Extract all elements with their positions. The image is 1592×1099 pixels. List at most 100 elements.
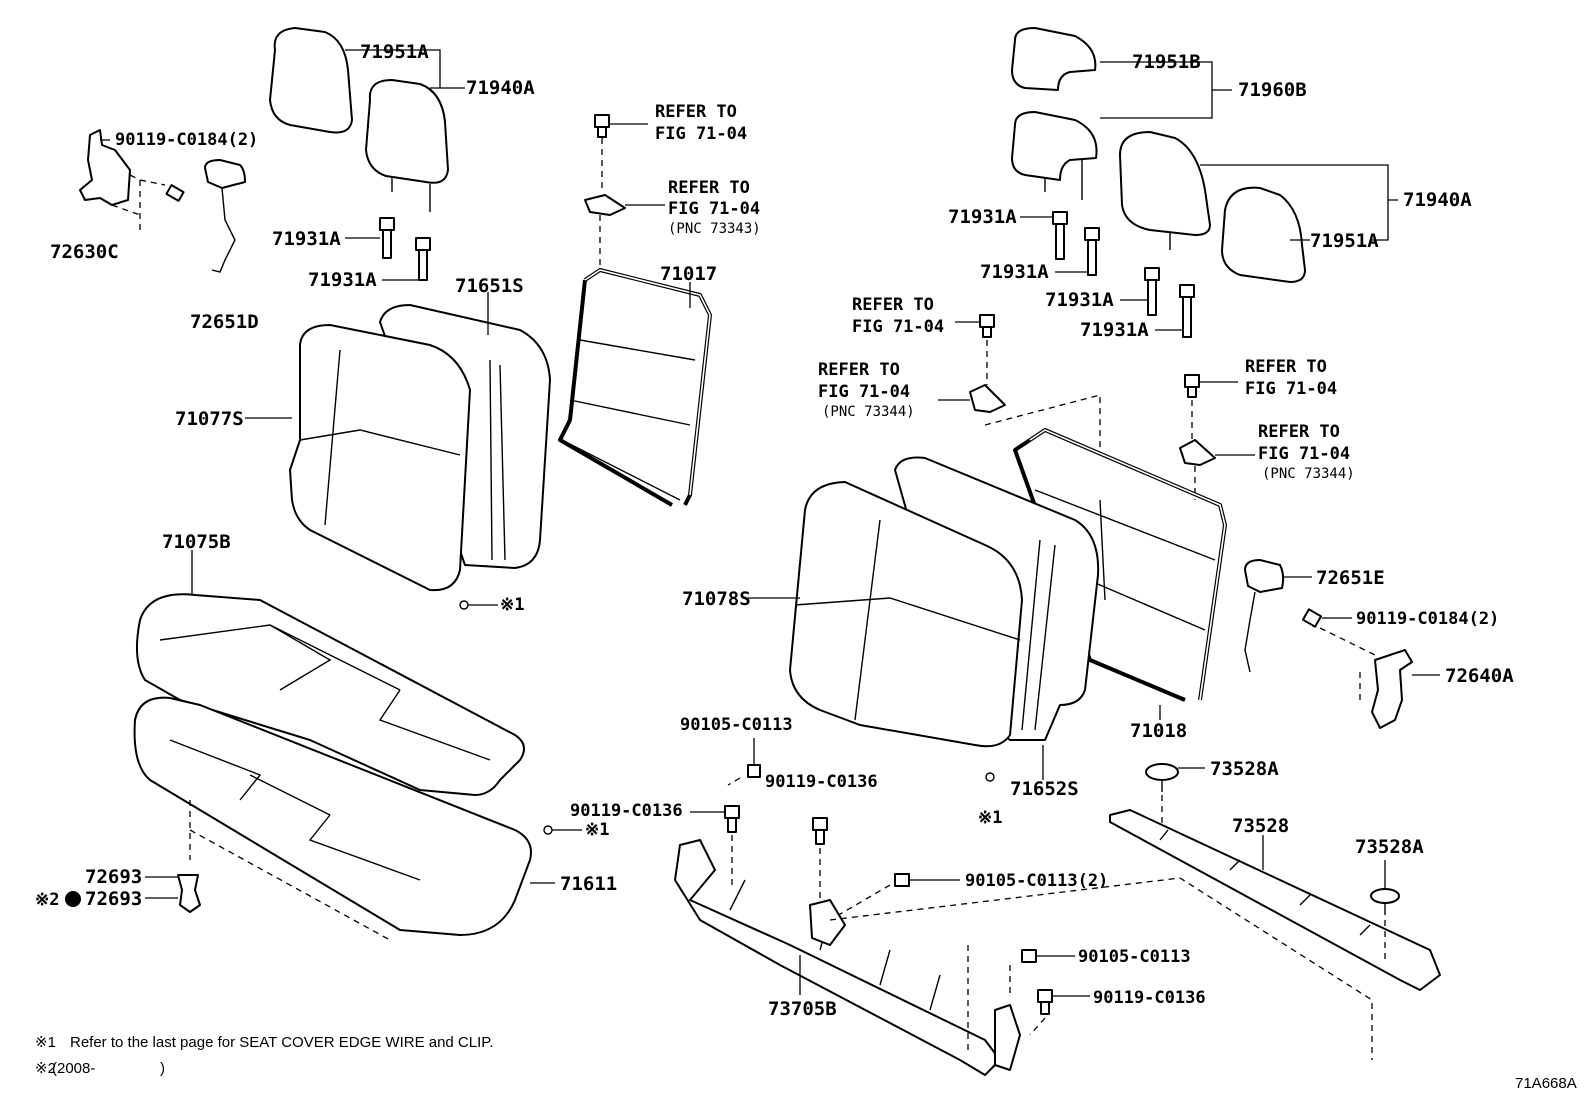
label-73528: 73528 [1232, 815, 1289, 837]
switch-72651D [204, 159, 246, 273]
mark-2: ※2 [35, 890, 59, 910]
label-71077S: 71077S [175, 408, 244, 430]
cushion-frame-71611 [133, 696, 532, 936]
bolt-90119-C0136-c [812, 817, 828, 900]
label-90105-C0113-b: 90105-C0113 [1078, 947, 1191, 967]
label-72693-b: 72693 [85, 888, 142, 910]
label-73528A-a: 73528A [1210, 758, 1279, 780]
mark-1-cushion: ※1 [585, 820, 609, 840]
bolt-90119-C0136-d [1029, 989, 1090, 1036]
label-71611: 71611 [560, 873, 617, 895]
bracket-72630C [79, 129, 141, 230]
refer-6-line2: FIG 71-04 [1258, 444, 1350, 464]
bolt-90105-C0113-2 [829, 873, 960, 921]
footnote-2-close: ) [160, 1060, 165, 1077]
label-71931A-right-4: 71931A [1080, 319, 1149, 341]
refer-5-line1: REFER TO [1245, 357, 1327, 377]
refer-3-line1: REFER TO [852, 295, 934, 315]
footnote-2-text: (2008- [52, 1060, 95, 1077]
refer-6-pnc: (PNC 73344) [1262, 466, 1355, 482]
label-90119-C0136-b: 90119-C0136 [570, 801, 683, 821]
refer-6-line1: REFER TO [1258, 422, 1340, 442]
guide-71931A-left-2 [415, 237, 431, 281]
cushion-cover-71075B [135, 593, 525, 796]
label-71078S: 71078S [682, 588, 751, 610]
label-71940A-right: 71940A [1403, 189, 1472, 211]
headrest-right-mid [1011, 111, 1098, 200]
refer-3-line2: FIG 71-04 [852, 317, 944, 337]
bolt-90119-C0184-left [139, 179, 185, 202]
bolt-refer-right-1 [955, 314, 995, 385]
switch-72651E [1244, 559, 1312, 673]
headrest-right-large-2 [1221, 186, 1306, 283]
seat-hinge-73705B [674, 839, 1021, 1076]
guide-71931A-right-2 [1084, 227, 1100, 276]
label-71931A-left-1: 71931A [272, 228, 341, 250]
bolt-refer-right-2 [1184, 374, 1238, 440]
label-73705B: 73705B [768, 998, 837, 1020]
guide-71931A-right-3 [1144, 267, 1160, 316]
clip-73528A-b [1370, 860, 1400, 960]
footnote-1-text: Refer to the last page for SEAT COVER ED… [70, 1034, 494, 1051]
label-90119-C0136-a: 90119-C0136 [765, 772, 878, 792]
label-72693-a: 72693 [85, 866, 142, 888]
figure-id: 71A668A [1515, 1075, 1577, 1092]
label-71931A-right-1: 71931A [948, 206, 1017, 228]
clip-73528A-a [1145, 763, 1205, 830]
headrest-left-rear [269, 27, 353, 134]
guide-71931A-right-4 [1179, 284, 1195, 338]
label-90105-C0113-2: 90105-C0113(2) [965, 871, 1108, 891]
plate-73344-right-1 [938, 384, 1101, 450]
label-72651D: 72651D [190, 311, 259, 333]
plate-73343 [584, 194, 665, 268]
label-71931A-right-2: 71931A [980, 261, 1049, 283]
bolt-90105-C0113-b [1009, 949, 1075, 995]
label-71931A-right-3: 71931A [1045, 289, 1114, 311]
label-71951A-left: 71951A [360, 41, 429, 63]
refer-2-line2: FIG 71-04 [668, 199, 760, 219]
plate-73344-right-2 [1179, 439, 1255, 500]
label-90119-C0136-c: 90119-C0136 [1093, 988, 1206, 1008]
mark-1-left-back: ※1 [500, 595, 524, 615]
label-73528A-b: 73528A [1355, 836, 1424, 858]
label-71951B: 71951B [1132, 51, 1201, 73]
label-71652S: 71652S [1010, 778, 1079, 800]
label-71960B: 71960B [1238, 79, 1307, 101]
refer-5-line2: FIG 71-04 [1245, 379, 1337, 399]
bolt-90119-C0184-right [1301, 608, 1376, 656]
seatback-cover-71078S [789, 481, 1023, 748]
bolt-refer-left-top [594, 114, 648, 190]
label-72651E: 72651E [1316, 567, 1385, 589]
label-72640A: 72640A [1445, 665, 1514, 687]
refer-4-pnc: (PNC 73344) [822, 404, 915, 420]
bolt-90119-C0136-b [690, 805, 740, 885]
refer-4-line1: REFER TO [818, 360, 900, 380]
refer-1-line2: FIG 71-04 [655, 124, 747, 144]
label-71951A-right: 71951A [1310, 230, 1379, 252]
label-71651S: 71651S [455, 275, 524, 297]
guide-71931A-right-1 [1052, 211, 1068, 260]
label-71018: 71018 [1130, 720, 1187, 742]
clip-72693 [177, 874, 201, 913]
label-71940A-left: 71940A [466, 77, 535, 99]
label-90119-C0184-left: 90119-C0184(2) [115, 130, 258, 150]
refer-4-line2: FIG 71-04 [818, 382, 910, 402]
refer-1-line1: REFER TO [655, 102, 737, 122]
label-72630C: 72630C [50, 241, 119, 263]
label-71931A-left-2: 71931A [308, 269, 377, 291]
footnote-1-mark: ※1 [35, 1034, 56, 1051]
label-71075B: 71075B [162, 531, 231, 553]
label-71017: 71017 [660, 263, 717, 285]
guide-71931A-left-1 [379, 217, 395, 259]
label-90119-C0184-right: 90119-C0184(2) [1356, 609, 1499, 629]
label-90105-C0113-a: 90105-C0113 [680, 715, 793, 735]
cover-panel-73528 [1109, 809, 1441, 991]
headrest-right-top [1011, 27, 1097, 91]
seatback-cover-71077S [289, 324, 471, 592]
bracket-72640A [1359, 649, 1440, 729]
footnote-2-mark: ※2 [35, 1060, 56, 1077]
refer-2-pnc: (PNC 73343) [668, 221, 761, 237]
refer-2-line1: REFER TO [668, 178, 750, 198]
headrest-left-front [365, 79, 449, 212]
